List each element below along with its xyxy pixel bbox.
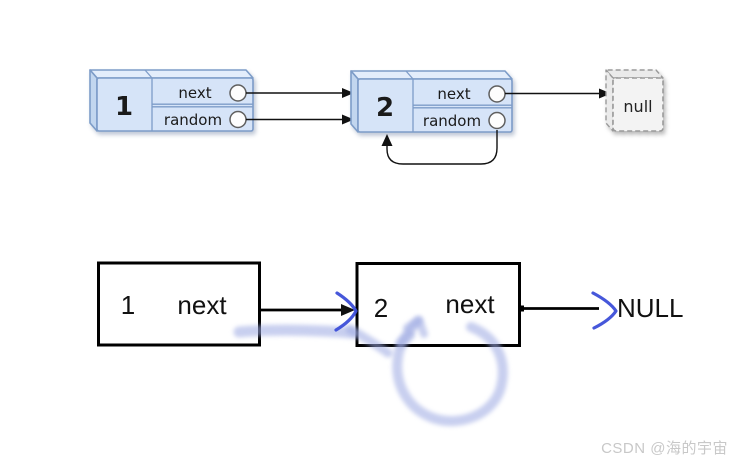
bottom-node1-value: 1 [121, 290, 135, 320]
node2-value: 2 [376, 93, 394, 123]
bottom-diagram: 1 next 2 next NULL [97, 261, 683, 427]
highlight-smudge-stroke [233, 324, 358, 339]
null-side-face [605, 69, 614, 132]
bottom-node-2-box [355, 262, 521, 347]
top-diagram: 1 next random [89, 69, 664, 165]
highlight-flick-stroke [345, 324, 393, 358]
top-node-2: 2 next random [350, 70, 513, 133]
null-front-face [612, 77, 664, 132]
node2-next-pointer-dot [488, 85, 506, 103]
blue-chevron-node2-icon [334, 291, 358, 332]
node2-random-pointer-dot [488, 111, 506, 130]
node2-side-face [350, 70, 359, 133]
csdn-watermark: CSDN @海的宇宙 [601, 440, 728, 457]
arrow-node2-next-to-null [505, 88, 611, 99]
node1-next-pointer-dot [229, 84, 247, 102]
arrow-node2-random-self-loop [381, 130, 498, 165]
bottom-node-1-box [97, 261, 261, 347]
node1-random-label: random [164, 111, 222, 129]
handwriting-annotations [233, 291, 618, 427]
bottom-node2-value: 2 [374, 293, 388, 323]
node1-next-label: next [178, 84, 211, 102]
arrow-node1-random-to-node2 [246, 114, 354, 125]
null-top-face [605, 69, 664, 79]
node2-next-label: next [437, 85, 470, 103]
bottom-node1-next-label: next [177, 290, 227, 320]
loop-arrowhead-tip [403, 316, 428, 338]
arrow-bottom-node2-to-null [518, 305, 599, 312]
bottom-null-label: NULL [617, 293, 683, 323]
node1-value: 1 [115, 92, 133, 122]
bottom-node2-next-label: next [445, 289, 495, 319]
hand-drawn-loop [392, 322, 508, 427]
node1-side-face [89, 69, 98, 132]
node1-random-pointer-dot [229, 110, 247, 129]
arrow-bottom-node1-to-node2 [260, 304, 355, 316]
node2-top-divider [405, 70, 414, 80]
blue-chevron-null-icon [591, 291, 618, 330]
node1-top-face [89, 69, 254, 79]
node2-top-face [350, 70, 513, 80]
top-node-1: 1 next random [89, 69, 254, 132]
arrow-node1-next-to-node2 [246, 88, 354, 98]
top-null-box: null [605, 69, 664, 132]
node2-random-label: random [423, 112, 481, 130]
arrow-start-nub [518, 305, 524, 312]
node1-top-divider [144, 69, 153, 79]
null-label: null [623, 97, 652, 116]
